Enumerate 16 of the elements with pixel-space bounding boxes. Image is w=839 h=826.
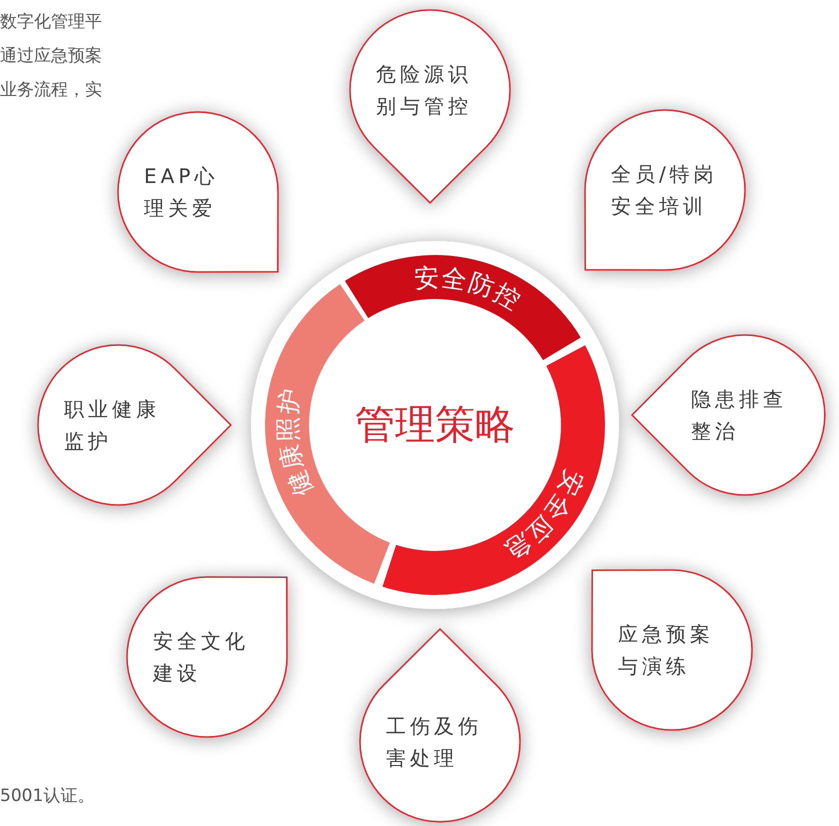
teardrop-label: 工伤及伤害处理 <box>386 712 483 772</box>
teardrop-label: 危险源识别与管控 <box>376 61 473 120</box>
teardrop-label: 全员/特岗安全培训 <box>611 161 719 220</box>
teardrop-label: 应急预案与演练 <box>618 621 715 680</box>
text-fragment: 数字化管理平 <box>0 11 102 33</box>
teardrop-label: 安全文化建设 <box>153 628 250 687</box>
segment-label: 安全防控 <box>413 262 528 316</box>
teardrop-label: EAP心理关爱 <box>144 163 220 222</box>
teardrop-label: 职业健康监护 <box>64 396 161 455</box>
text-fragment: 5001认证。 <box>0 785 94 807</box>
text-fragment: 通过应急预案 <box>0 45 102 67</box>
segment-label: 安全应急 <box>497 466 590 568</box>
segment-label: 健康照护 <box>272 384 318 501</box>
center-title: 管理策略 <box>345 400 525 450</box>
teardrop-label: 隐患排查整治 <box>690 386 788 445</box>
text-fragment: 业务流程，实 <box>0 79 102 101</box>
